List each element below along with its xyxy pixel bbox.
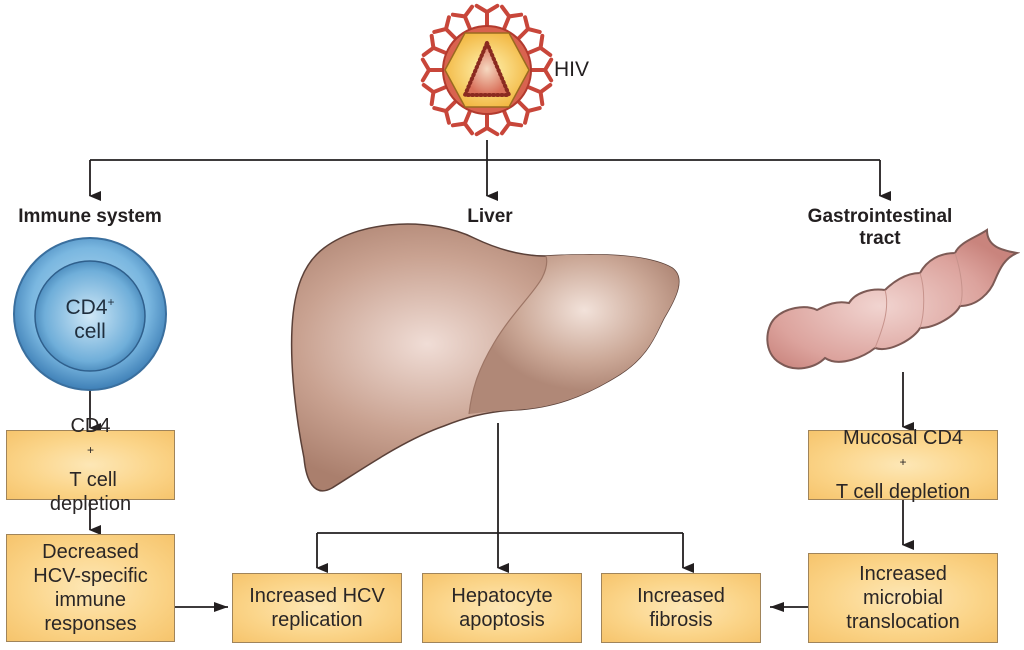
virus-spike <box>499 108 524 136</box>
virus-spike <box>525 33 553 58</box>
virus-spike <box>525 82 553 107</box>
box-line: Increased <box>859 563 947 585</box>
box-line: microbial <box>862 587 944 609</box>
virus-spike <box>474 112 500 137</box>
heading-gastrointestinal-tract: Gastrointestinal tract <box>780 206 980 250</box>
box-line: Decreased <box>42 541 139 563</box>
heading-gi-line2: tract <box>859 228 901 249</box>
box-line: translocation <box>846 611 960 633</box>
hiv-virus-icon <box>420 3 554 137</box>
box-line: fibrosis <box>649 609 713 631</box>
virus-spike <box>499 4 524 32</box>
box-line: Mucosal CD4+ <box>842 427 964 470</box>
box-line: depletion <box>49 492 132 515</box>
virus-spike <box>432 15 458 41</box>
cd4-cell-label: CD4+ cell <box>65 295 115 343</box>
box-cd4-t-cell-depletion: CD4+ T cell depletion <box>6 415 175 515</box>
virus-spike <box>529 57 554 83</box>
virus-spike <box>516 99 542 125</box>
hiv-label: HIV <box>554 58 590 81</box>
virus-spike <box>516 15 542 41</box>
box-mucosal-cd4-t-cell-depletion: Mucosal CD4+ T cell depletion <box>808 427 998 503</box>
cd4-cell-icon <box>13 237 167 391</box>
box-line: T cell depletion <box>835 480 971 503</box>
virus-spike <box>450 108 475 136</box>
heading-liver: Liver <box>467 206 513 227</box>
virus-spike <box>421 82 449 107</box>
virus-spike <box>450 4 475 32</box>
heading-gi-line1: Gastrointestinal <box>807 206 953 227</box>
box-line: CD4+ T cell <box>64 415 117 491</box>
box-line: Increased <box>637 585 725 607</box>
box-line: apoptosis <box>459 609 545 631</box>
box-line: HCV-specific <box>33 565 148 587</box>
intestine-icon <box>766 228 1020 370</box>
box-line: immune <box>54 589 127 611</box>
box-line: responses <box>44 613 137 635</box>
liver-icon <box>290 223 680 492</box>
box-line: replication <box>271 609 363 631</box>
heading-immune-system: Immune system <box>18 206 162 227</box>
virus-spike <box>420 57 445 83</box>
virus-spike <box>432 99 458 125</box>
box-line: Increased HCV <box>249 585 385 607</box>
box-line: Hepatocyte <box>451 585 553 607</box>
virus-spike <box>474 3 500 28</box>
virus-spike <box>421 33 449 58</box>
